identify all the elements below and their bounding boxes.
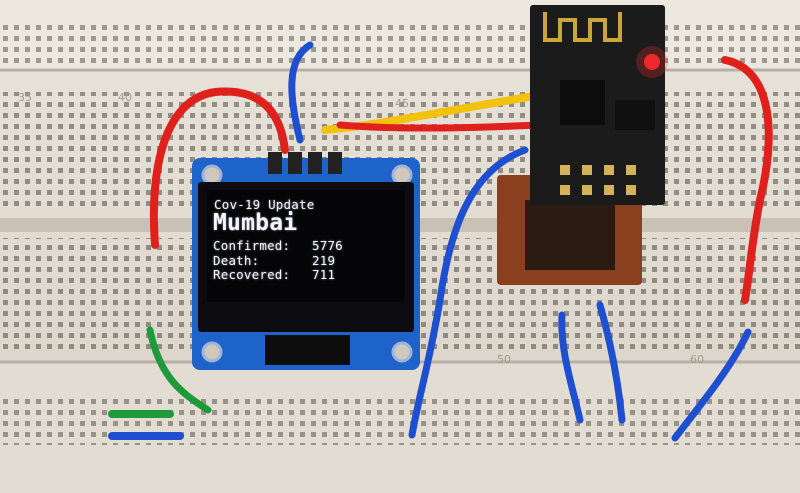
- oled-screen: [207, 190, 405, 302]
- column-number: 35: [18, 91, 32, 104]
- oled-pin-header: [268, 152, 342, 174]
- pcb-antenna: [543, 12, 622, 42]
- power-led: [644, 54, 660, 70]
- red-wire-mid: [336, 121, 544, 132]
- oled-title: Cov-19 Update: [214, 197, 315, 212]
- column-number: 45: [395, 97, 409, 110]
- blue-wire-top: [288, 41, 314, 144]
- column-number: 40: [118, 91, 132, 104]
- column-number: 50: [497, 353, 511, 366]
- oled-death-value: 219: [312, 253, 336, 268]
- column-number: 60: [690, 353, 704, 366]
- oled-death-label: Death:: [213, 253, 260, 268]
- oled-recovered-value: 711: [312, 267, 336, 282]
- blue-wire-long: [408, 146, 529, 439]
- oled-confirmed-label: Confirmed:: [213, 238, 291, 253]
- oled-city: Mumbai: [213, 210, 298, 236]
- red-wire-right: [721, 56, 773, 304]
- green-wire: [146, 326, 212, 414]
- oled-confirmed-value: 5776: [312, 238, 343, 253]
- red-wire-left: [149, 87, 289, 249]
- esp-pin-header: [560, 165, 636, 195]
- oled-recovered-label: Recovered:: [213, 267, 291, 282]
